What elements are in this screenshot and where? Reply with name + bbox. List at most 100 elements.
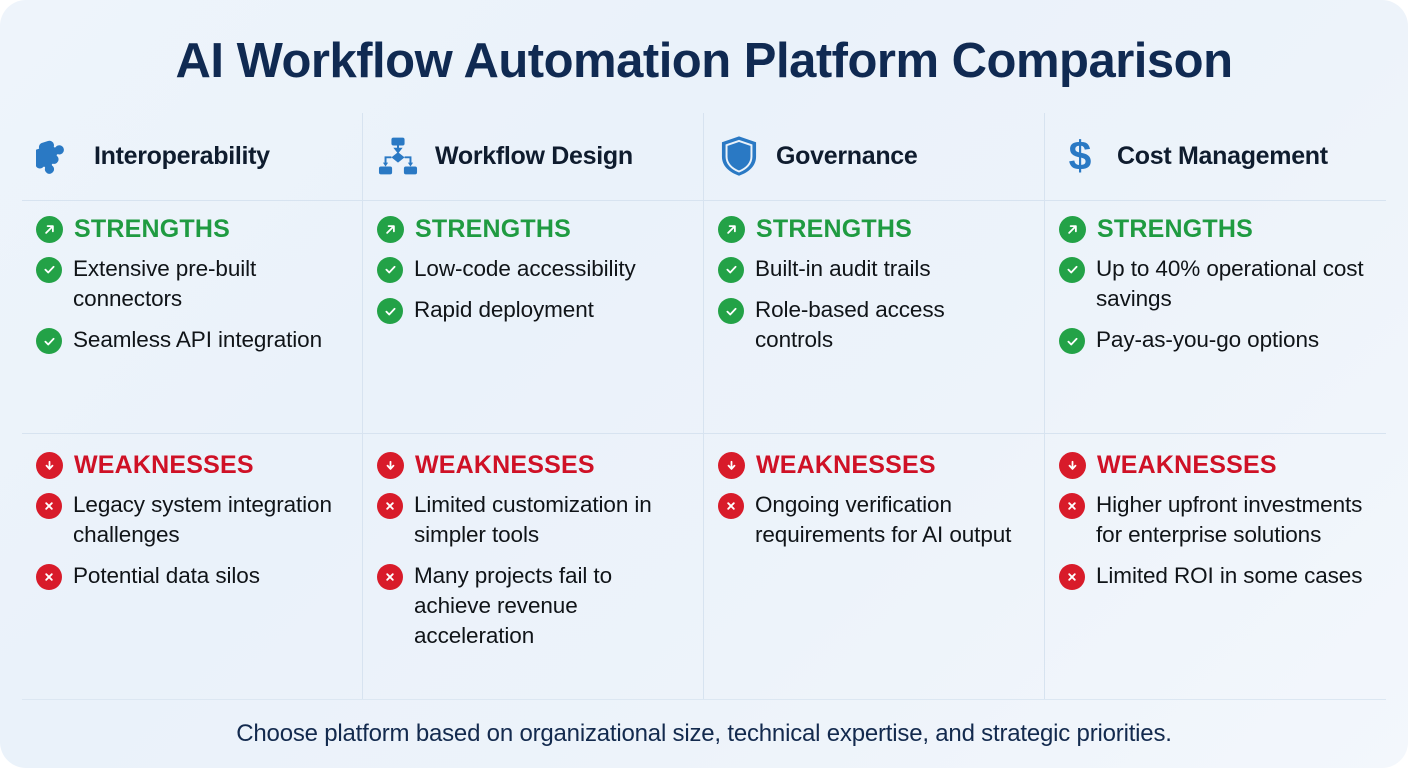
x-circle-icon <box>377 492 403 519</box>
puzzle-piece-icon <box>34 133 80 179</box>
list-item: Limited customization in simpler tools <box>377 490 683 550</box>
list-item-text: Higher upfront investments for enterpris… <box>1096 491 1363 548</box>
arrow-up-right-icon <box>1059 215 1086 243</box>
column-header-cost-management: $ Cost Management <box>1045 113 1386 201</box>
strengths-heading: STRENGTHS <box>32 215 346 244</box>
weaknesses-label: WEAKNESSES <box>1097 450 1277 479</box>
strengths-cost-management: STRENGTHS Up to 40% operational cost sav… <box>1045 201 1386 434</box>
check-circle-icon <box>718 256 744 283</box>
x-circle-icon <box>718 492 744 519</box>
arrow-up-right-icon <box>718 215 745 243</box>
weaknesses-list: Limited customization in simpler tools M… <box>373 490 687 652</box>
check-circle-icon <box>377 298 403 325</box>
weaknesses-interoperability: WEAKNESSES Legacy system integration cha… <box>22 433 363 699</box>
arrow-down-icon <box>36 451 63 479</box>
x-circle-icon <box>377 564 403 591</box>
check-circle-icon <box>718 298 744 325</box>
strengths-list: Low-code accessibility Rapid deployment <box>373 254 687 325</box>
weaknesses-governance: WEAKNESSES Ongoing verification requirem… <box>704 433 1045 699</box>
list-item: Up to 40% operational cost savings <box>1059 254 1366 314</box>
x-circle-icon <box>36 492 62 519</box>
strengths-label: STRENGTHS <box>756 214 912 243</box>
weaknesses-list: Higher upfront investments for enterpris… <box>1055 490 1370 591</box>
check-circle-icon <box>377 256 403 283</box>
weaknesses-heading: WEAKNESSES <box>1055 451 1370 480</box>
strengths-workflow-design: STRENGTHS Low-code accessibility Rapid d… <box>363 200 704 434</box>
list-item: Rapid deployment <box>377 295 683 325</box>
list-item-text: Many projects fail to achieve revenue ac… <box>414 563 612 649</box>
strengths-interoperability: STRENGTHS Extensive pre-built connectors… <box>22 200 363 434</box>
column-header-governance: Governance <box>704 112 1045 201</box>
list-item-text: Role-based access controls <box>755 297 945 353</box>
list-item: Low-code accessibility <box>377 254 683 284</box>
weaknesses-label: WEAKNESSES <box>756 450 936 479</box>
list-item-text: Limited ROI in some cases <box>1096 563 1363 589</box>
arrow-up-right-icon <box>377 215 404 243</box>
weaknesses-heading: WEAKNESSES <box>714 451 1028 480</box>
column-header-interoperability: Interoperability <box>22 112 363 201</box>
strengths-list: Extensive pre-built connectors Seamless … <box>32 254 346 355</box>
list-item: Many projects fail to achieve revenue ac… <box>377 561 683 651</box>
list-item: Potential data silos <box>36 561 342 591</box>
list-item-text: Pay-as-you-go options <box>1096 327 1320 353</box>
arrow-down-icon <box>1059 451 1086 479</box>
list-item-text: Low-code accessibility <box>414 255 636 281</box>
list-item-text: Limited customization in simpler tools <box>414 491 652 548</box>
check-circle-icon <box>36 328 62 355</box>
page-title: AI Workflow Automation Platform Comparis… <box>175 34 1233 88</box>
weaknesses-list: Ongoing verification requirements for AI… <box>714 490 1028 550</box>
list-item: Seamless API integration <box>36 325 342 355</box>
arrow-up-right-icon <box>36 215 63 243</box>
list-item-text: Legacy system integration challenges <box>73 491 332 548</box>
column-header-workflow-design: Workflow Design <box>363 112 704 201</box>
list-item: Pay-as-you-go options <box>1059 325 1366 355</box>
arrow-down-icon <box>718 451 745 479</box>
list-item: Ongoing verification requirements for AI… <box>718 490 1024 550</box>
footer: Choose platform based on organizational … <box>22 699 1386 768</box>
weaknesses-cost-management: WEAKNESSES Higher upfront investments fo… <box>1045 434 1386 699</box>
check-circle-icon <box>1059 328 1085 355</box>
weaknesses-label: WEAKNESSES <box>74 450 254 479</box>
strengths-heading: STRENGTHS <box>373 215 687 244</box>
x-circle-icon <box>36 564 62 591</box>
strengths-list: Up to 40% operational cost savings Pay-a… <box>1055 254 1370 355</box>
column-header-label: Workflow Design <box>435 141 633 170</box>
list-item-text: Potential data silos <box>73 563 260 589</box>
list-item-text: Up to 40% operational cost savings <box>1096 255 1364 312</box>
list-item-text: Rapid deployment <box>414 297 594 323</box>
weaknesses-label: WEAKNESSES <box>415 450 595 479</box>
strengths-label: STRENGTHS <box>415 214 571 243</box>
x-circle-icon <box>1059 492 1085 519</box>
column-header-label: Interoperability <box>94 141 270 170</box>
check-circle-icon <box>36 256 62 283</box>
arrow-down-icon <box>377 451 404 479</box>
svg-text:$: $ <box>1069 134 1092 178</box>
column-header-label: Cost Management <box>1117 141 1328 170</box>
strengths-list: Built-in audit trails Role-based access … <box>714 254 1028 355</box>
strengths-label: STRENGTHS <box>1097 214 1253 243</box>
strengths-label: STRENGTHS <box>74 214 230 243</box>
list-item-text: Built-in audit trails <box>755 255 931 281</box>
list-item: Extensive pre-built connectors <box>36 254 342 314</box>
flowchart-icon <box>375 133 421 179</box>
footer-text: Choose platform based on organizational … <box>236 720 1172 747</box>
weaknesses-heading: WEAKNESSES <box>32 451 346 480</box>
list-item-text: Ongoing verification requirements for AI… <box>755 491 1012 548</box>
list-item-text: Extensive pre-built connectors <box>73 255 257 312</box>
list-item: Legacy system integration challenges <box>36 490 342 550</box>
list-item: Higher upfront investments for enterpris… <box>1059 490 1366 550</box>
weaknesses-workflow-design: WEAKNESSES Limited customization in simp… <box>363 433 704 699</box>
column-header-label: Governance <box>776 141 918 170</box>
comparison-grid: Interoperability Workflow Design <box>0 112 1408 699</box>
list-item-text: Seamless API integration <box>73 327 322 353</box>
strengths-heading: STRENGTHS <box>714 215 1028 244</box>
dollar-sign-icon: $ <box>1057 133 1103 179</box>
list-item: Role-based access controls <box>718 295 1024 355</box>
x-circle-icon <box>1059 564 1085 591</box>
list-item: Built-in audit trails <box>718 254 1024 284</box>
weaknesses-heading: WEAKNESSES <box>373 451 687 480</box>
list-item: Limited ROI in some cases <box>1059 561 1366 591</box>
check-circle-icon <box>1059 256 1085 283</box>
shield-icon <box>716 133 762 179</box>
